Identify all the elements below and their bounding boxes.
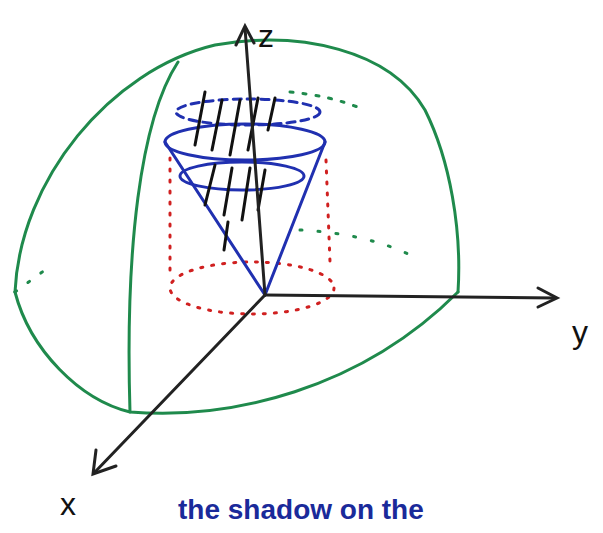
cone [165, 99, 325, 295]
hemisphere-outline [15, 40, 459, 413]
handwritten-note: the shadow on the [178, 496, 424, 524]
axes [93, 26, 557, 474]
axis-label: x [60, 488, 76, 520]
axis-label: z [258, 20, 274, 52]
hatching [195, 92, 275, 250]
axis-label: y [572, 316, 588, 348]
